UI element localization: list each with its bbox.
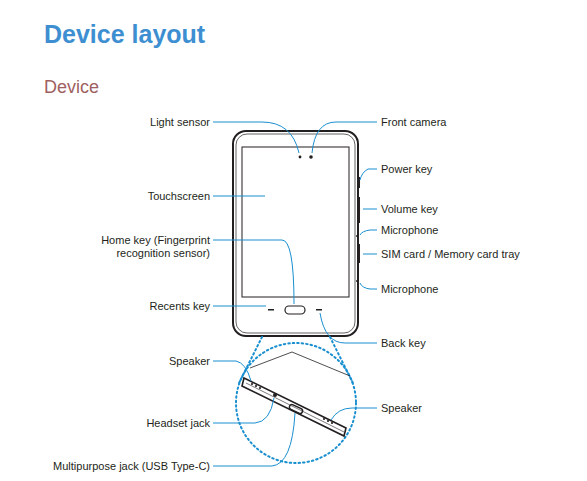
part-label: Power key — [381, 163, 432, 176]
leader-line — [213, 122, 299, 153]
leader-lines — [213, 122, 377, 466]
tablet-body — [233, 131, 358, 336]
edge-holes — [251, 383, 333, 424]
tablet-bottom-edge — [242, 352, 350, 436]
part-label: Back key — [381, 337, 426, 350]
leader-line — [213, 196, 265, 197]
microphone — [356, 280, 358, 282]
volume-key — [357, 197, 360, 223]
zoom-callout — [236, 337, 356, 463]
leader-line — [320, 313, 377, 343]
leader-line — [312, 122, 377, 153]
leader-line — [213, 398, 274, 423]
leader-line — [331, 408, 377, 420]
page-title: Device layout — [44, 18, 205, 50]
part-label: Speaker — [381, 402, 422, 415]
light-sensor — [299, 156, 302, 159]
part-label: Home key (Fingerprint recognition sensor… — [88, 234, 210, 260]
leader-line — [363, 209, 377, 210]
speaker-hole — [327, 420, 329, 422]
part-label: Multipurpose jack (USB Type-C) — [53, 460, 210, 473]
screen-corner — [250, 352, 350, 376]
tablet-bezel — [236, 134, 355, 333]
part-label: Touchscreen — [148, 190, 210, 203]
speaker-hole — [331, 422, 333, 424]
edge-line — [246, 383, 344, 432]
part-label: Headset jack — [146, 417, 210, 430]
speaker-hole — [323, 418, 325, 420]
speaker-hole — [255, 385, 257, 387]
power-key — [357, 177, 360, 188]
microphone — [356, 235, 358, 237]
part-label: Microphone — [381, 224, 438, 237]
part-label: Microphone — [381, 283, 438, 296]
leader-line — [360, 230, 377, 235]
leader-line — [360, 169, 377, 180]
part-label: Recents key — [149, 300, 210, 313]
recents-key — [268, 309, 274, 311]
leader-line — [213, 413, 295, 466]
part-label: Speaker — [169, 355, 210, 368]
leader-line — [213, 240, 294, 304]
zoom-circle — [236, 343, 356, 463]
back-key — [316, 309, 322, 311]
part-label: Light sensor — [150, 116, 210, 129]
headset-jack — [273, 393, 277, 397]
leader-line — [363, 254, 377, 255]
zoom-guide — [330, 337, 354, 385]
usb-port — [289, 404, 304, 415]
leader-line — [213, 361, 251, 381]
leader-line — [360, 283, 377, 289]
part-label: Front camera — [381, 116, 446, 129]
front-camera — [309, 155, 313, 159]
section-heading: Device — [44, 76, 99, 98]
leader-line — [213, 306, 266, 307]
touchscreen-area — [242, 147, 349, 297]
speaker-hole — [259, 387, 261, 389]
part-label: Volume key — [381, 203, 438, 216]
tablet-details — [268, 155, 360, 310]
tablet-front — [233, 131, 358, 336]
part-label: SIM card / Memory card tray — [381, 248, 520, 261]
home-key — [285, 306, 305, 314]
speaker-hole — [251, 383, 253, 385]
sim-tray — [357, 244, 360, 263]
